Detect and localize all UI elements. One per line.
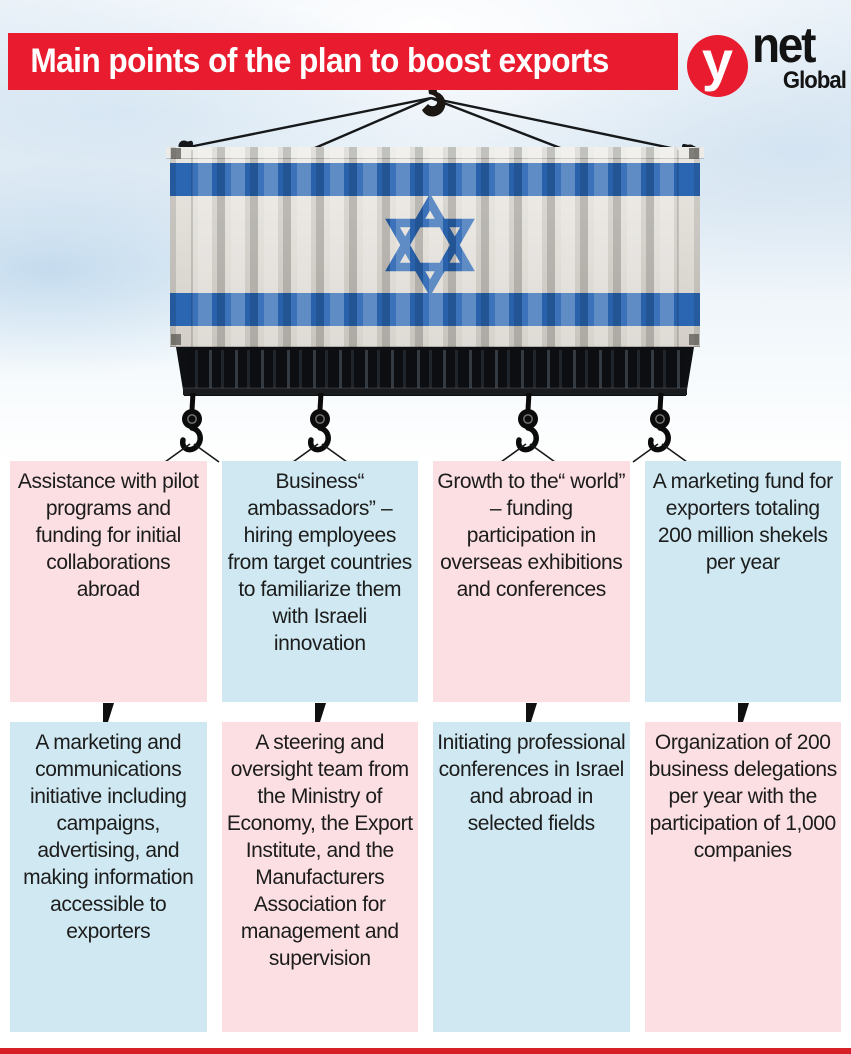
info-card-text: A marketing and communications initiativ… [23,731,194,943]
info-card: A marketing fund for exporters totaling … [644,461,841,702]
info-card-text: Initiating professional conferences in I… [437,731,626,835]
info-card-text: Business“ ambassadors” – hiring employee… [227,470,413,655]
row-connector-markers [103,703,749,722]
info-card-text: A steering and oversight team from the M… [226,731,413,970]
logo-net: net [752,17,816,73]
logo-y: y [701,29,734,92]
info-card: Growth to the“ world” – funding particip… [433,461,630,702]
info-card-text: Growth to the“ world” – funding particip… [437,470,626,601]
cargo-hook-icon [292,392,348,463]
info-card: Organization of 200 business delegations… [644,722,841,1032]
cargo-hook-icon [164,392,220,463]
cards-row-1: Assistance with pilot programs and fundi… [10,461,841,702]
info-card: A marketing and communications initiativ… [10,722,207,1032]
title-banner: Main points of the plan to boost exports [8,33,678,90]
flag-container-illustration [103,80,749,722]
logo-y-circle: y [687,29,748,97]
logo-global: Global [782,67,847,94]
info-card: Initiating professional conferences in I… [433,722,630,1032]
cargo-hook-icon [500,392,556,463]
connector-marker [315,703,326,722]
info-card: Assistance with pilot programs and fundi… [10,461,207,702]
crane-cables [183,96,691,154]
connector-marker [103,703,114,722]
page-title: Main points of the plan to boost exports [30,42,609,80]
info-card: Business“ ambassadors” – hiring employee… [221,461,418,702]
info-card-text: A marketing fund for exporters totaling … [652,470,833,574]
cargo-hook-icon [632,392,688,463]
connector-marker [738,703,749,722]
connector-marker [526,703,537,722]
crane-hook-icon [422,80,446,117]
cards-row-2: A marketing and communications initiativ… [10,722,841,1032]
cargo-hooks [164,392,688,463]
ynet-global-logo: y net Global [680,18,850,100]
bottom-accent-bar [0,1048,851,1054]
info-card: A steering and oversight team from the M… [221,722,418,1032]
info-card-text: Assistance with pilot programs and fundi… [17,470,199,601]
flag-container [166,147,704,396]
info-card-text: Organization of 200 business delegations… [648,731,838,862]
